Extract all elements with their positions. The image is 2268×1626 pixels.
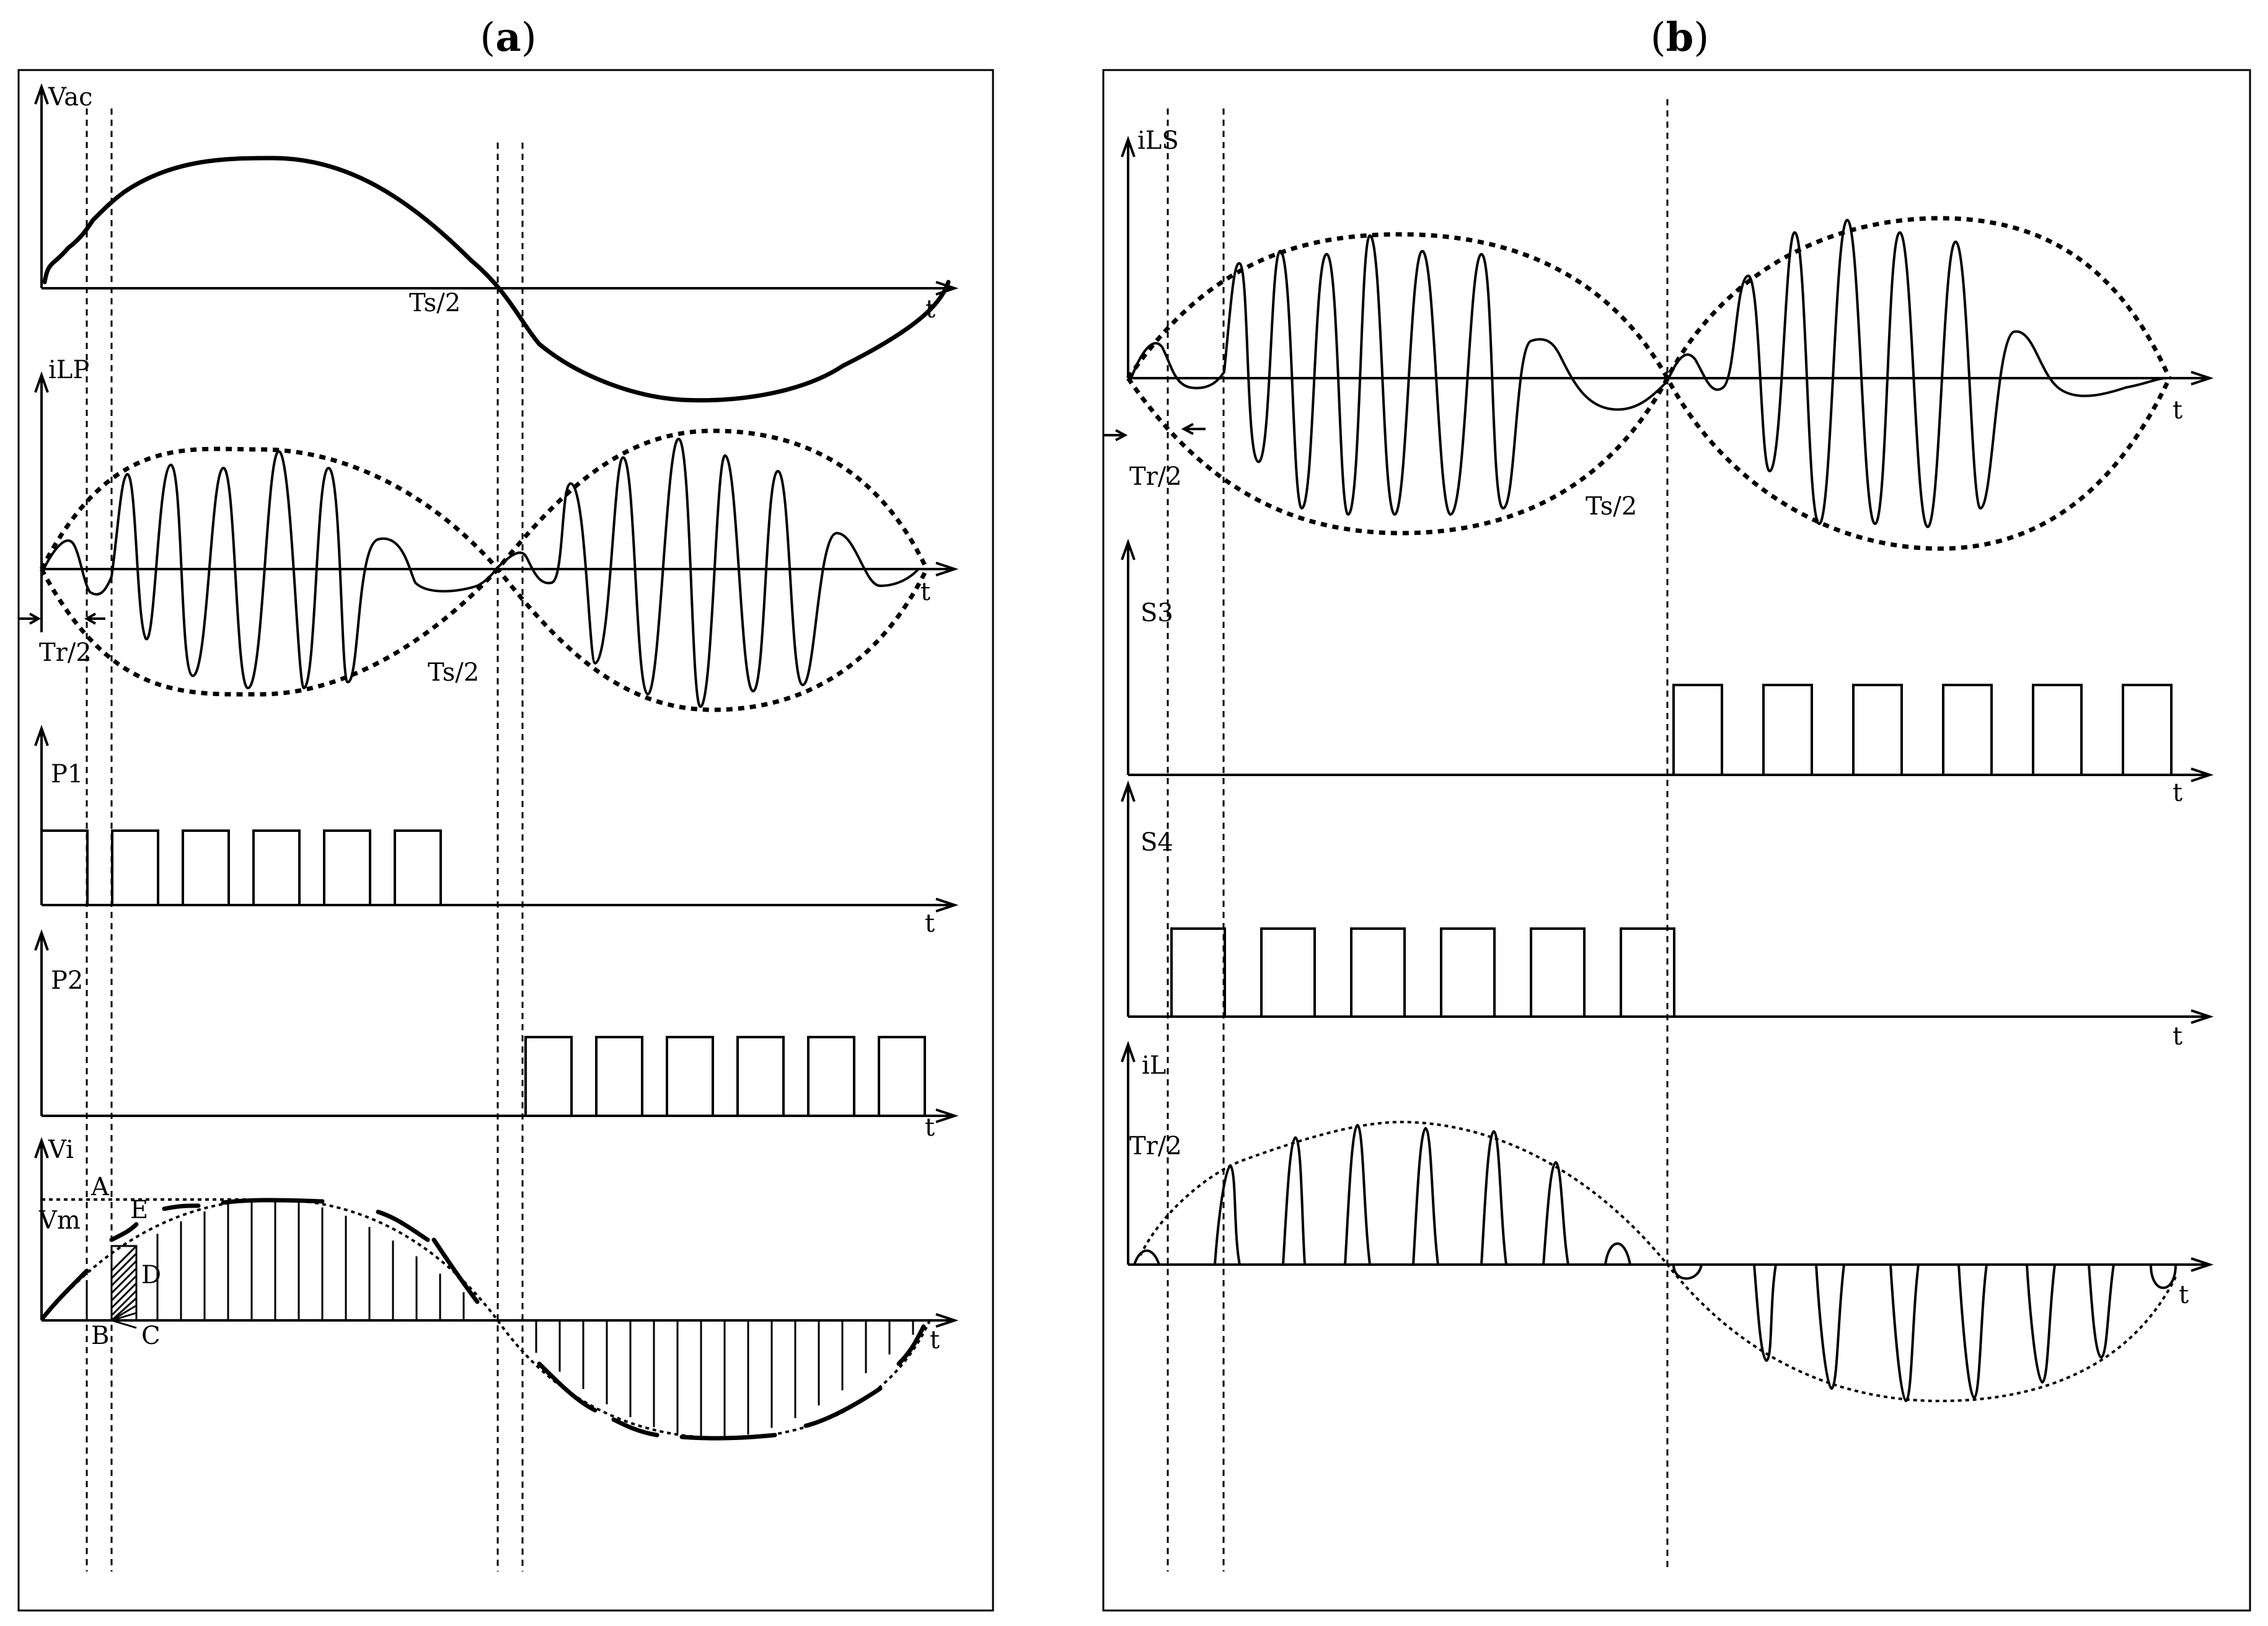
s3-pulse bbox=[1672, 684, 1723, 775]
s3-pulse bbox=[2122, 684, 2173, 775]
s3-t-label: t bbox=[2173, 779, 2182, 807]
ils-t-label: t bbox=[2173, 396, 2182, 425]
s4-t-label: t bbox=[2173, 1022, 2182, 1051]
ilp-tr2-label: Tr/2 bbox=[39, 638, 92, 667]
panel-b-time-guides bbox=[1167, 99, 1669, 1571]
il-envelope bbox=[1139, 1120, 2177, 1403]
point-c-label: C bbox=[141, 1322, 161, 1350]
vi-envelope bbox=[40, 1198, 931, 1440]
hatch-line bbox=[110, 1289, 138, 1317]
hatch-line bbox=[110, 1260, 138, 1287]
p1-axis-label: P1 bbox=[51, 760, 83, 789]
s4-plot: S4 t bbox=[1121, 780, 2214, 1051]
vac-waveform bbox=[42, 156, 951, 403]
ils-envelope bbox=[1126, 216, 2172, 551]
il-plot: iL Tr/2 t bbox=[1121, 1041, 2214, 1403]
hatch-line bbox=[110, 1267, 138, 1294]
ils-axis-label: iLS bbox=[1137, 126, 1179, 155]
il-waveform bbox=[1133, 1124, 2177, 1402]
p1-pulse bbox=[323, 829, 371, 905]
p2-t-label: t bbox=[925, 1113, 935, 1142]
hatch-line bbox=[110, 1245, 138, 1272]
point-b-label: B bbox=[91, 1322, 109, 1350]
vi-plot: Vi Vm t A B C D E bbox=[34, 1136, 959, 1441]
s3-plot: S3 t bbox=[1121, 539, 2214, 807]
ils-ts2-label: Ts/2 bbox=[1586, 492, 1637, 521]
p1-t-label: t bbox=[925, 909, 935, 938]
ils-tr2-arrow-left bbox=[1103, 429, 1128, 441]
vi-sample-bars bbox=[86, 1200, 914, 1438]
p1-pulse bbox=[40, 829, 89, 905]
hatch-line bbox=[111, 1319, 137, 1329]
panel-b-label: (b) bbox=[1651, 14, 1710, 61]
s4-pulse bbox=[1530, 927, 1586, 1017]
il-t-label: t bbox=[2179, 1281, 2189, 1309]
ils-waveform bbox=[1130, 218, 2168, 528]
s3-pulse bbox=[2032, 684, 2083, 775]
p1-plot: P1 t bbox=[34, 725, 959, 938]
s4-pulse bbox=[1620, 927, 1675, 1017]
vac-plot: Vac t Ts/2 bbox=[34, 83, 959, 403]
p2-pulse bbox=[666, 1036, 714, 1116]
p2-pulse bbox=[524, 1036, 573, 1116]
s4-pulse bbox=[1440, 927, 1496, 1017]
p2-pulse bbox=[736, 1036, 785, 1116]
p1-pulse bbox=[111, 829, 159, 905]
vac-ts2-label: Ts/2 bbox=[409, 289, 461, 317]
ilp-plot: iLP t Ts/2 Tr/2 bbox=[19, 356, 959, 712]
s4-pulse-train bbox=[1170, 927, 1675, 1017]
ilp-waveform bbox=[43, 437, 919, 708]
s3-axis-label: S3 bbox=[1141, 599, 1173, 627]
vi-sampled-segments bbox=[41, 1198, 926, 1441]
p1-pulse bbox=[182, 829, 230, 905]
tr2-arrow-right bbox=[84, 612, 105, 625]
panel-a-frame bbox=[17, 69, 994, 1612]
p2-axis-label: P2 bbox=[51, 966, 83, 995]
p2-pulse bbox=[878, 1036, 926, 1116]
ilp-axis-label: iLP bbox=[48, 356, 89, 384]
s3-pulse bbox=[1942, 684, 1993, 775]
vi-t-label: t bbox=[930, 1326, 940, 1354]
p2-pulse bbox=[595, 1036, 643, 1116]
ilp-ts2-label: Ts/2 bbox=[428, 658, 479, 687]
panel-a-label: (a) bbox=[480, 14, 536, 61]
s4-pulse bbox=[1350, 927, 1406, 1017]
s3-pulse-train bbox=[1672, 684, 2173, 775]
ils-tr2-arrow-right bbox=[1181, 423, 1206, 435]
p2-pulse-train bbox=[524, 1036, 926, 1116]
panel-a: Vac t Ts/2 iLP t Ts/2 Tr/2 P1 t bbox=[17, 69, 994, 1612]
ilp-t-label: t bbox=[920, 578, 930, 606]
il-axis-label: iL bbox=[1142, 1051, 1166, 1080]
hatch-line bbox=[110, 1252, 138, 1279]
panel-a-time-guides bbox=[86, 108, 524, 1571]
p2-pulse bbox=[807, 1036, 855, 1116]
p2-plot: P2 t bbox=[34, 929, 959, 1142]
vi-vm-label: Vm bbox=[38, 1206, 81, 1235]
s3-pulse bbox=[1762, 684, 1813, 775]
hatch-line bbox=[110, 1297, 138, 1322]
panel-b-frame bbox=[1102, 69, 2251, 1612]
hatch-line bbox=[110, 1282, 138, 1309]
hatch-line bbox=[111, 1312, 137, 1322]
ils-plot: iLS t Ts/2 Tr/2 bbox=[1103, 126, 2214, 551]
il-tr2-label: Tr/2 bbox=[1129, 1132, 1182, 1160]
p1-pulse bbox=[394, 829, 442, 905]
vi-axis-label: Vi bbox=[48, 1136, 74, 1164]
p1-pulse bbox=[252, 829, 301, 905]
point-a-label: A bbox=[90, 1173, 110, 1201]
p1-pulse-train bbox=[40, 829, 442, 905]
hatch-line bbox=[111, 1304, 137, 1322]
ils-tr2-label: Tr/2 bbox=[1129, 462, 1182, 491]
vac-axis-label: Vac bbox=[48, 83, 92, 112]
hatch-line bbox=[110, 1275, 138, 1302]
s4-pulse bbox=[1170, 927, 1226, 1017]
vi-hatched-segment bbox=[110, 1245, 138, 1329]
s4-pulse bbox=[1260, 927, 1316, 1017]
panel-b: iLS t Ts/2 Tr/2 S3 t S4 t bbox=[1102, 69, 2251, 1612]
tr2-arrow-left bbox=[19, 612, 42, 625]
s3-pulse bbox=[1852, 684, 1903, 775]
s4-axis-label: S4 bbox=[1141, 828, 1173, 857]
